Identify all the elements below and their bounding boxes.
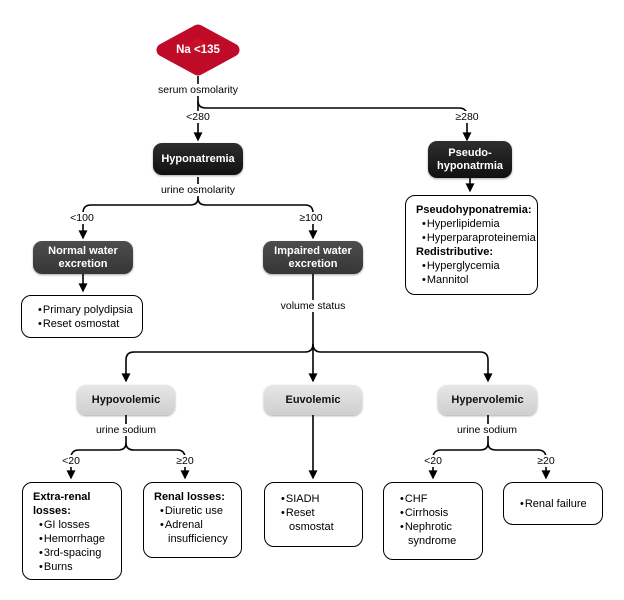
edge-label-urine-osmolarity: urine osmolarity	[158, 184, 238, 196]
list-item: Hemorrhage	[39, 532, 117, 546]
branch-label-hypo-gte-20: ≥20	[174, 455, 196, 467]
edge-to-hypovolemic	[121, 343, 314, 383]
node-normal-water-line2: excretion	[58, 257, 108, 270]
list-item: 3rd-spacing	[39, 546, 117, 560]
list-item: Diuretic use	[160, 504, 237, 518]
detail-box-renal-losses: Renal losses: Diuretic use Adrenal insuf…	[143, 482, 242, 558]
node-hypervolemic: Hypervolemic	[438, 385, 537, 415]
root-node-diamond	[156, 24, 240, 76]
node-impaired-water-line1: Impaired water	[274, 244, 352, 257]
detail-box-polydipsia: Primary polydipsia Reset osmostat	[21, 295, 143, 338]
pseudo-detail-list-2: Hyperglycemia Mannitol	[416, 259, 533, 287]
list-item: SIADH	[281, 492, 358, 506]
branch-label-gte-100: ≥100	[297, 212, 325, 224]
node-impaired-water-excretion: Impaired water excretion	[263, 241, 363, 274]
node-hyponatremia: Hyponatremia	[153, 143, 243, 175]
list-item: Primary polydipsia	[38, 303, 138, 317]
list-item: Reset osmostat	[38, 317, 138, 331]
edge-label-urine-sodium-left: urine sodium	[93, 424, 159, 436]
pseudo-detail-heading-1: Pseudohyponatremia:	[416, 204, 532, 216]
list-item: CHF	[400, 492, 478, 506]
list-item: Cirrhosis	[400, 506, 478, 520]
node-pseudohyponatremia-line2: hyponatrmia	[436, 159, 503, 172]
list-item: Mannitol	[422, 273, 533, 287]
edge-label-urine-sodium-right: urine sodium	[454, 424, 520, 436]
branch-label-hypo-lt-20: <20	[60, 455, 82, 467]
edge-to-hypervolemic	[312, 343, 493, 383]
extra-renal-heading: Extra-renal losses:	[33, 491, 91, 517]
chf-list: CHF Cirrhosis Nephrotic syndrome	[394, 492, 478, 548]
renal-failure-list: Renal failure	[514, 497, 598, 511]
node-hyponatremia-label: Hyponatremia	[161, 152, 235, 165]
detail-box-pseudohyponatremia: Pseudohyponatremia: Hyperlipidemia Hyper…	[405, 195, 538, 295]
detail-box-renal-failure: Renal failure	[503, 482, 603, 525]
branch-label-hyper-lt-20: <20	[422, 455, 444, 467]
polydipsia-list: Primary polydipsia Reset osmostat	[32, 303, 138, 331]
node-hypovolemic-label: Hypovolemic	[91, 393, 161, 406]
node-euvolemic-label: Euvolemic	[285, 393, 341, 406]
node-impaired-water-line2: excretion	[288, 257, 338, 270]
node-euvolemic: Euvolemic	[264, 385, 362, 415]
list-item: Hyperglycemia	[422, 259, 533, 273]
node-hypervolemic-label: Hypervolemic	[451, 393, 524, 406]
detail-box-extra-renal-losses: Extra-renal losses: GI losses Hemorrhage…	[22, 482, 122, 580]
node-normal-water-line1: Normal water	[48, 244, 118, 257]
node-hypovolemic: Hypovolemic	[77, 385, 175, 415]
renal-losses-heading: Renal losses:	[154, 491, 225, 503]
siadh-list: SIADH Reset osmostat	[275, 492, 358, 534]
node-normal-water-excretion: Normal water excretion	[33, 241, 133, 274]
detail-box-chf: CHF Cirrhosis Nephrotic syndrome	[383, 482, 483, 560]
pseudo-detail-list-1: Hyperlipidemia Hyperparaproteinemia	[416, 217, 536, 245]
list-item: Reset osmostat	[281, 506, 358, 534]
root-node-label: Na <135	[176, 44, 220, 56]
edge-label-serum-osmolarity: serum osmolarity	[156, 84, 240, 96]
list-item: Burns	[39, 560, 117, 574]
detail-box-siadh: SIADH Reset osmostat	[264, 482, 363, 547]
list-item: Renal failure	[520, 497, 598, 511]
list-item: Hyperlipidemia	[422, 217, 533, 231]
branch-label-lt-100: <100	[68, 212, 96, 224]
extra-renal-list: GI losses Hemorrhage 3rd-spacing Burns	[33, 518, 117, 574]
edge-to-impaired-water	[197, 197, 318, 240]
edge-to-normal-water	[78, 197, 199, 240]
list-item: Adrenal insufficiency	[160, 518, 237, 546]
renal-losses-list: Diuretic use Adrenal insufficiency	[154, 504, 237, 546]
branch-label-hyper-gte-20: ≥20	[535, 455, 557, 467]
pseudo-detail-heading-2: Redistributive:	[416, 246, 494, 258]
edge-root-to-pseudo	[197, 100, 472, 142]
edge-label-volume-status: volume status	[278, 300, 348, 312]
node-pseudohyponatremia: Pseudo- hyponatrmia	[428, 141, 512, 178]
list-item: Nephrotic syndrome	[400, 520, 478, 548]
list-item: GI losses	[39, 518, 117, 532]
list-item: Hyperparaproteinemia	[422, 231, 536, 245]
branch-label-lt-280: <280	[184, 111, 212, 123]
branch-label-gte-280: ≥280	[453, 111, 481, 123]
node-pseudohyponatremia-line1: Pseudo-	[448, 146, 492, 159]
